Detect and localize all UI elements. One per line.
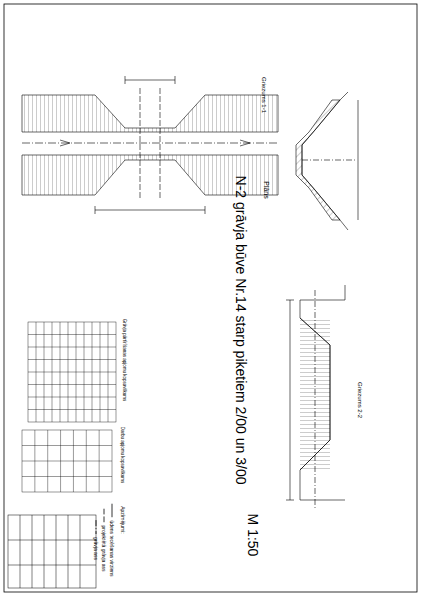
legend-line-sample [94, 520, 98, 534]
section-2-2 [286, 285, 345, 510]
legend-item: ūdens tecēšanas virziens [109, 503, 115, 576]
sheet-title: N-2 grāvja būve Nr.14 starp piketiem 2/0… [232, 160, 247, 500]
view-title: Plāns [262, 181, 270, 199]
legend-text: projektētā grāvja ass [101, 525, 107, 571]
legend-text: ūdens tecēšanas virziens [109, 520, 115, 576]
legend-item: grāvja ass [93, 520, 99, 560]
summary-tables [22, 322, 116, 492]
legend-text: grāvja ass [93, 537, 99, 560]
view-title: Griezums 1-1 [261, 77, 268, 113]
view-title: Griezums 2-2 [357, 382, 364, 418]
legend-line-sample [110, 503, 114, 517]
view-title: Apzīmējumi: [119, 506, 125, 534]
table-title: Grāvja pārtīrīšanas apjomu kopsavilkums [122, 319, 127, 402]
title-block [8, 515, 96, 588]
sheet-frame [4, 4, 417, 592]
legend-item: projektētā grāvja ass [101, 508, 107, 571]
legend-line-sample [102, 508, 106, 522]
table-title: Darbu apjomu kopsavilkums [120, 427, 125, 484]
section-1-1 [296, 92, 358, 230]
scale-note: M 1:50 [244, 514, 259, 557]
